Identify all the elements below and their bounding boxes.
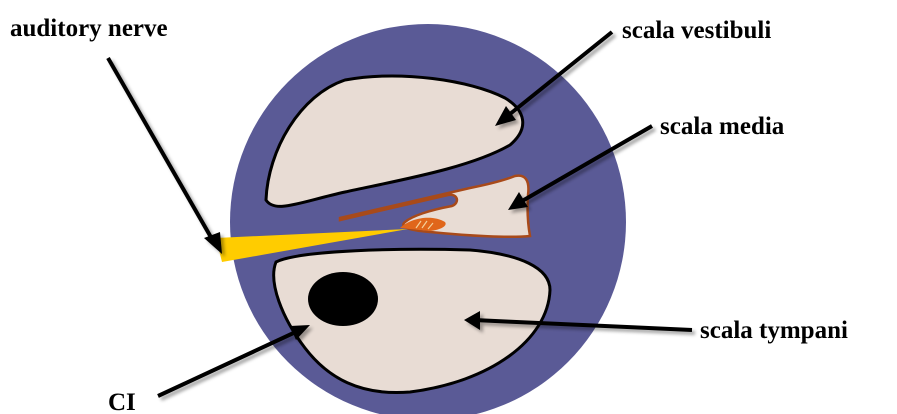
ci-label: CI bbox=[108, 389, 136, 414]
auditory-nerve-label: auditory nerve bbox=[10, 15, 168, 42]
auditory-nerve-arrow bbox=[108, 58, 216, 246]
cochlear-implant-electrode bbox=[308, 272, 378, 326]
scala-media-label: scala media bbox=[660, 113, 785, 140]
scala-vestibuli-label: scala vestibuli bbox=[622, 17, 771, 44]
scala-tympani-label: scala tympani bbox=[700, 317, 848, 344]
auditory-nerve-arrowhead bbox=[204, 232, 222, 254]
ci-arrow bbox=[158, 330, 300, 396]
